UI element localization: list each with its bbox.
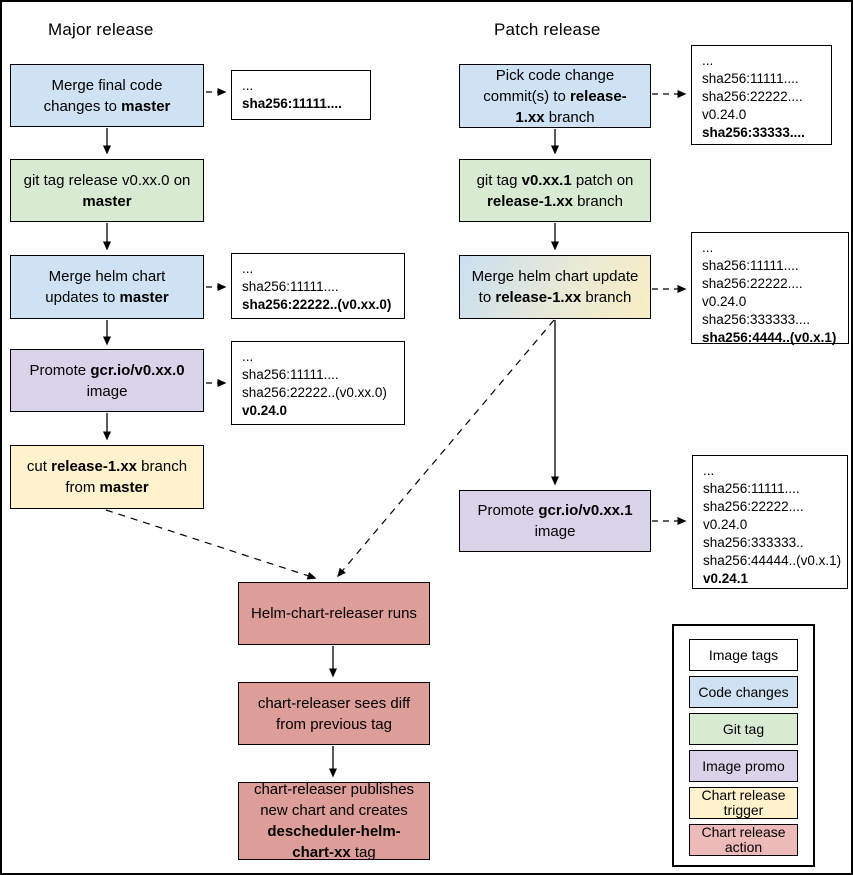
node-label: Promote gcr.io/v0.xx.1 image bbox=[477, 502, 633, 540]
note-image-tags-major-merge: ...sha256:11111.... bbox=[231, 70, 371, 120]
legend-label: Chart release trigger bbox=[701, 787, 786, 818]
arrow-cut-branch-to-releaser bbox=[105, 509, 317, 580]
legend-label: Image promo bbox=[702, 757, 785, 774]
node-label: Merge final code changes to master bbox=[43, 76, 171, 115]
node-pick-code-change: Pick code change commit(s) to release-1.… bbox=[459, 64, 651, 128]
legend-item-chart-release-action: Chart release action bbox=[689, 824, 798, 856]
legend-item-git-tag: Git tag bbox=[689, 713, 798, 745]
node-label: Merge helm chart updates to master bbox=[45, 268, 169, 306]
node-label: chart-releaser sees diff from previous t… bbox=[257, 694, 411, 733]
major-release-title: Major release bbox=[48, 20, 154, 39]
node-label: cut release-1.xx branch from master bbox=[26, 458, 188, 496]
legend-item-image-tags: Image tags bbox=[689, 639, 798, 671]
node-merge-final-code: Merge final code changes to master bbox=[10, 64, 204, 127]
legend-label: Git tag bbox=[722, 720, 765, 737]
node-git-tag-major: git tag release v0.xx.0 on master bbox=[10, 159, 204, 222]
node-label: Merge helm chart update to release-1.xx … bbox=[471, 268, 639, 306]
node-git-tag-patch: git tag v0.xx.1 patch on release-1.xx br… bbox=[459, 159, 651, 222]
node-merge-helm-update-patch: Merge helm chart update to release-1.xx … bbox=[459, 255, 651, 319]
patch-release-title: Patch release bbox=[494, 20, 601, 39]
note-image-tags-patch-pick: ...sha256:11111....sha256:22222....v0.24… bbox=[691, 45, 832, 145]
node-label: chart-releaser publishes new chart and c… bbox=[253, 781, 415, 861]
note-image-tags-patch-promote: ...sha256:11111....sha256:22222....v0.24… bbox=[692, 455, 848, 589]
node-label: git tag v0.xx.1 patch on release-1.xx br… bbox=[476, 171, 634, 210]
node-label: Helm-chart-releaser runs bbox=[251, 605, 417, 622]
note-image-tags-major-promote: ...sha256:11111....sha256:22222..(v0.xx.… bbox=[231, 341, 405, 425]
legend-label: Code changes bbox=[698, 683, 789, 700]
note-image-tags-major-helm: ...sha256:11111....sha256:22222..(v0.xx.… bbox=[231, 253, 405, 319]
node-helm-chart-releaser-runs: Helm-chart-releaser runs bbox=[238, 582, 430, 645]
legend: Image tags Code changes Git tag Image pr… bbox=[672, 624, 815, 867]
node-label: git tag release v0.xx.0 on master bbox=[23, 171, 191, 210]
node-label: Promote gcr.io/v0.xx.0 image bbox=[29, 361, 185, 400]
node-promote-image-major: Promote gcr.io/v0.xx.0 image bbox=[10, 349, 204, 412]
node-chart-releaser-publishes: chart-releaser publishes new chart and c… bbox=[238, 781, 430, 861]
legend-label: Chart release action bbox=[701, 824, 786, 855]
note-image-tags-patch-helm: ...sha256:11111....sha256:22222....v0.24… bbox=[691, 232, 849, 345]
node-merge-helm-updates: Merge helm chart updates to master bbox=[10, 255, 204, 319]
node-label: Pick code change commit(s) to release-1.… bbox=[483, 66, 627, 126]
legend-item-code-changes: Code changes bbox=[689, 676, 798, 708]
legend-label: Image tags bbox=[708, 646, 779, 663]
node-cut-release-branch: cut release-1.xx branch from master bbox=[10, 445, 204, 509]
legend-item-chart-release-trigger: Chart release trigger bbox=[689, 787, 798, 819]
legend-item-image-promo: Image promo bbox=[689, 750, 798, 782]
node-promote-image-patch: Promote gcr.io/v0.xx.1 image bbox=[459, 490, 651, 552]
node-chart-releaser-sees-diff: chart-releaser sees diff from previous t… bbox=[238, 682, 430, 745]
